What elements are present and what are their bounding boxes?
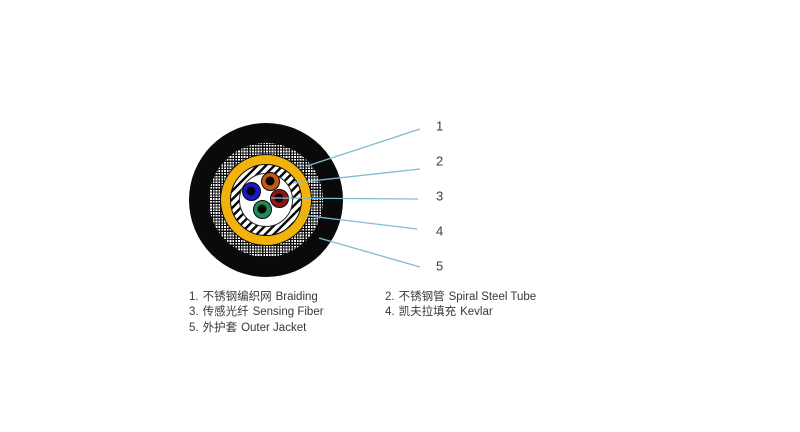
legend-item-label-en: Spiral Steel Tube [448, 291, 537, 303]
legend-item-number: 5. [189, 321, 199, 334]
legend-item-label-zh: 不锈钢管 [398, 291, 445, 303]
leader-line-4 [300, 214, 418, 230]
callout-number-5: 5 [436, 258, 444, 274]
legend-item-number: 4. [385, 306, 395, 319]
legend-item-label-zh: 凯夫拉填充 [398, 306, 457, 319]
legend-item-label-en: Kevlar [460, 306, 493, 319]
legend-item-label-en: Outer Jacket [241, 321, 307, 334]
leader-line-2 [292, 168, 421, 184]
leader-line-3 [270, 197, 419, 200]
sensing-fiber-green [252, 199, 272, 219]
sensing-fiber-orange [260, 171, 280, 191]
callout-number-3: 3 [436, 188, 444, 204]
legend-item-number: 2. [385, 291, 395, 303]
legend-item-label-zh: 传感光纤 [202, 306, 249, 319]
legend-item-label-zh: 不锈钢编织网 [202, 291, 272, 303]
sensing-fiber-orange-core [265, 176, 275, 186]
sensing-fiber-green-core [257, 204, 267, 214]
legend-item-label-zh: 外护套 [202, 321, 238, 334]
legend-item-number: 1. [189, 291, 199, 303]
callout-number-1: 1 [436, 118, 444, 134]
sensing-fiber-blue-core [246, 186, 256, 196]
leader-line-1 [306, 128, 421, 167]
leader-line-5 [318, 237, 421, 268]
legend-item-label-en: Braiding [275, 291, 318, 303]
legend-item-number: 3. [189, 306, 199, 319]
callout-number-2: 2 [436, 153, 444, 169]
legend-item-label-en: Sensing Fiber [252, 306, 324, 319]
sensing-fiber-blue [241, 181, 261, 201]
callout-number-4: 4 [436, 223, 444, 239]
